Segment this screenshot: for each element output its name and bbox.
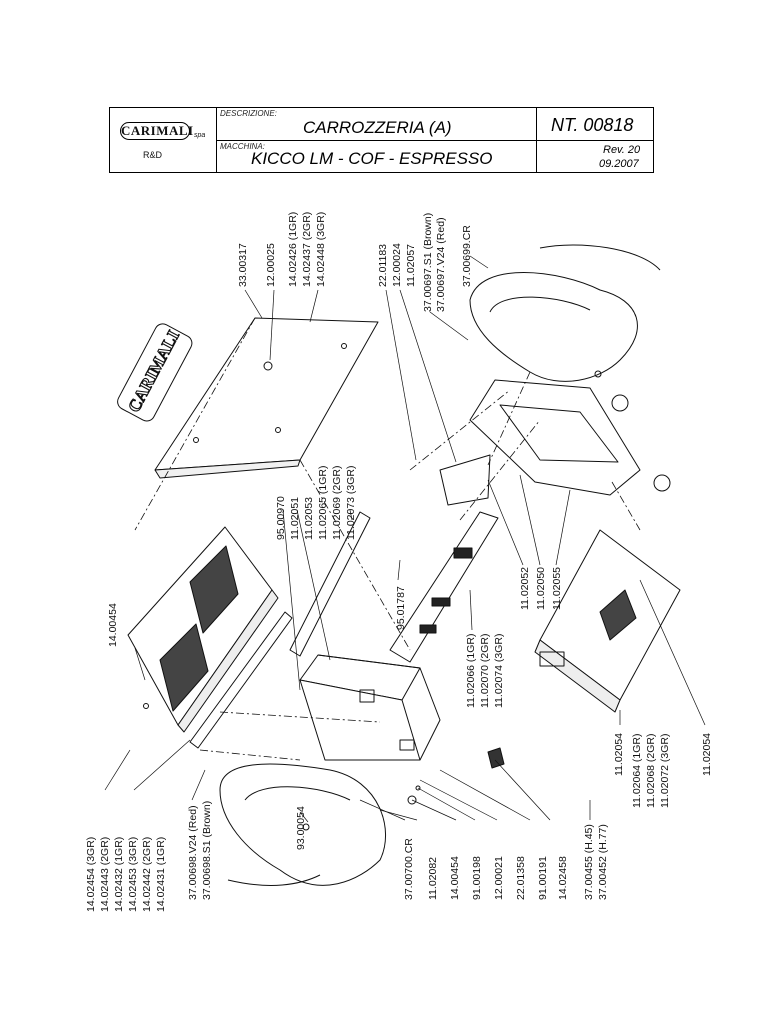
part-label: 14.00454 <box>449 856 461 900</box>
center-frame <box>389 511 499 663</box>
part-label: 11.02072 (3GR) <box>659 733 671 808</box>
part-label: 11.02052 <box>519 567 531 610</box>
part-label: 33.00317 <box>237 243 249 287</box>
part-label: 14.02426 (1GR) <box>287 212 299 287</box>
part-label: 11.02082 <box>427 857 439 900</box>
part-label: 95.01787 <box>395 586 407 630</box>
part-label: 11.02069 (2GR) <box>331 465 343 540</box>
part-label: 37.00697.V24 (Red) <box>435 217 447 312</box>
cup-tray-cover-top <box>469 244 661 382</box>
part-label: 11.02051 <box>289 497 301 540</box>
part-label: 11.02050 <box>535 567 547 610</box>
doc-number: NT. 00818 <box>551 115 634 135</box>
description-cell: DESCRIZIONE: CARROZZERIA (A) <box>217 108 537 141</box>
machine-text: KICCO LM - COF - ESPRESSO <box>251 149 493 168</box>
grille-vent-1 <box>189 545 239 634</box>
part-label: 37.00698.V24 (Red) <box>187 805 199 900</box>
part-label: 14.02458 <box>557 856 569 900</box>
part-label: 11.02054 <box>613 733 625 776</box>
part-label: 14.02437 (2GR) <box>301 212 313 287</box>
part-label: 93.00054 <box>295 806 307 850</box>
part-label: 11.02053 <box>303 497 315 540</box>
part-label: 37.00699.CR <box>461 225 473 287</box>
doc-number-cell: NT. 00818 <box>537 108 653 141</box>
part-label: 12.00025 <box>265 243 277 287</box>
alignment-lines <box>134 317 641 761</box>
part-label: 14.02443 (2GR) <box>99 837 111 912</box>
leader-lines <box>104 255 706 823</box>
part-label: 11.02065 (1GR) <box>317 465 329 540</box>
part-label: 14.02431 (1GR) <box>155 837 167 912</box>
revision: Rev. 20 <box>603 144 641 156</box>
part-label: 37.00700.CR <box>403 838 415 900</box>
part-label: 95.00970 <box>275 496 287 540</box>
upper-frame <box>439 379 671 506</box>
part-label: 14.02432 (1GR) <box>113 837 125 912</box>
revision-cell: Rev. 20 09.2007 <box>537 141 653 172</box>
part-label: 11.02073 (3GR) <box>345 465 357 540</box>
part-label: 11.02068 (2GR) <box>645 733 657 808</box>
part-label: 11.02054 <box>701 733 713 776</box>
part-label: 14.00454 <box>107 603 119 647</box>
part-label: 11.02074 (3GR) <box>493 633 505 708</box>
feet <box>407 747 505 805</box>
part-label: 22.01358 <box>515 856 527 900</box>
grille-vent-2 <box>159 623 209 712</box>
cup-tray-cover-bottom <box>219 763 387 886</box>
title-block: CARIMALI spa R&D DESCRIZIONE: CARROZZERI… <box>109 107 654 173</box>
part-label: 11.02066 (1GR) <box>465 633 477 708</box>
bottom-strip <box>189 611 293 749</box>
part-label: 14.02442 (2GR) <box>141 837 153 912</box>
part-label: 11.02064 (1GR) <box>631 733 643 808</box>
logo-cell: CARIMALI spa R&D <box>110 108 217 172</box>
part-label: 91.00198 <box>471 856 483 900</box>
part-number-labels: 33.00317 12.00025 14.02426 (1GR) 14.0243… <box>85 212 713 912</box>
description-text: CARROZZERIA (A) <box>303 118 452 137</box>
part-label: 37.00697.S1 (Brown) <box>422 213 434 312</box>
department: R&D <box>143 150 163 160</box>
part-label: 14.02453 (3GR) <box>127 837 139 912</box>
part-label: 14.02448 (3GR) <box>315 212 327 287</box>
descrizione-label: DESCRIZIONE: <box>220 109 277 118</box>
macchina-label: MACCHINA: <box>220 142 265 151</box>
machine-cell: MACCHINA: KICCO LM - COF - ESPRESSO <box>217 141 537 172</box>
part-label: 14.02454 (3GR) <box>85 837 97 912</box>
part-label: 91.00191 <box>537 856 549 900</box>
logo-plate: CARIMALI <box>117 323 193 422</box>
revision-date: 09.2007 <box>599 158 639 170</box>
part-label: 12.00021 <box>493 856 505 900</box>
top-cover-panel <box>154 317 379 479</box>
part-label: 37.00452 (H.77) <box>597 824 609 900</box>
left-inner-frame <box>299 654 441 761</box>
grille-side-panel <box>127 526 279 733</box>
base-box <box>534 529 681 713</box>
part-label: 11.02057 <box>405 244 417 287</box>
part-label: 37.00455 (H.45) <box>583 824 595 900</box>
brand-suffix: spa <box>194 132 206 139</box>
part-label: 11.02070 (2GR) <box>479 633 491 708</box>
carimali-logo: CARIMALI <box>120 122 194 140</box>
part-label: 12.00024 <box>391 243 403 287</box>
part-label: 22.01183 <box>377 244 389 287</box>
part-label: 11.02055 <box>551 567 563 610</box>
part-label: 37.00698.S1 (Brown) <box>201 801 213 900</box>
